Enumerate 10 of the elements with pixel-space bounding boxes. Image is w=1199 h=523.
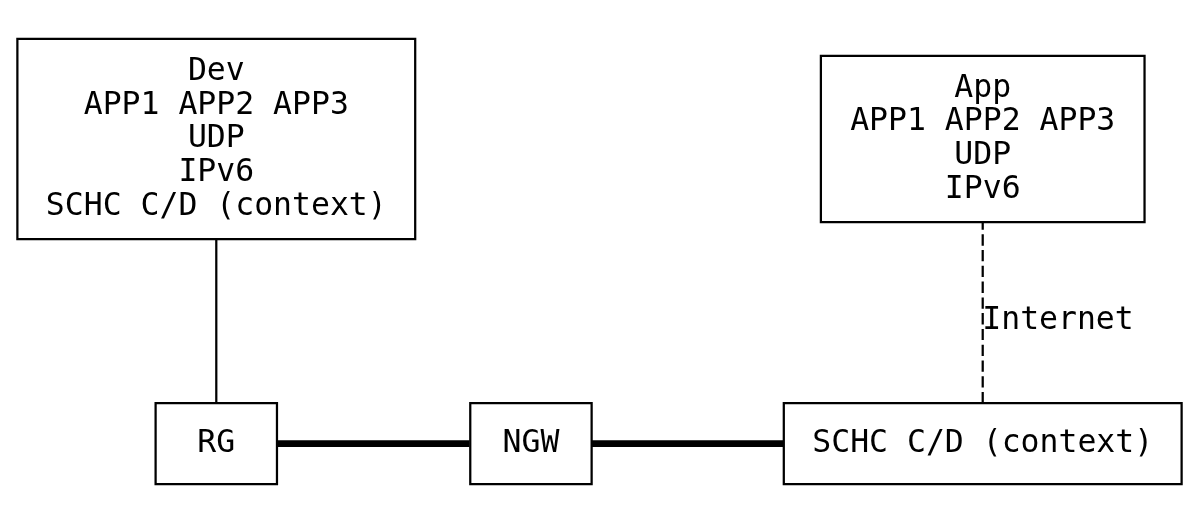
connector [277,440,470,447]
node-box: Dev APP1 APP2 APP3 UDP IPv6 SCHC C/D (context) [16,37,417,241]
connector [215,239,218,403]
connector [981,222,984,403]
node-box: RG [154,401,279,486]
edge-label: Internet [982,300,1134,337]
node-box: NGW [469,401,593,486]
node-box: App APP1 APP2 APP3 UDP IPv6 [819,54,1146,224]
node-box: SCHC C/D (context) [782,401,1183,486]
connector [591,440,784,447]
